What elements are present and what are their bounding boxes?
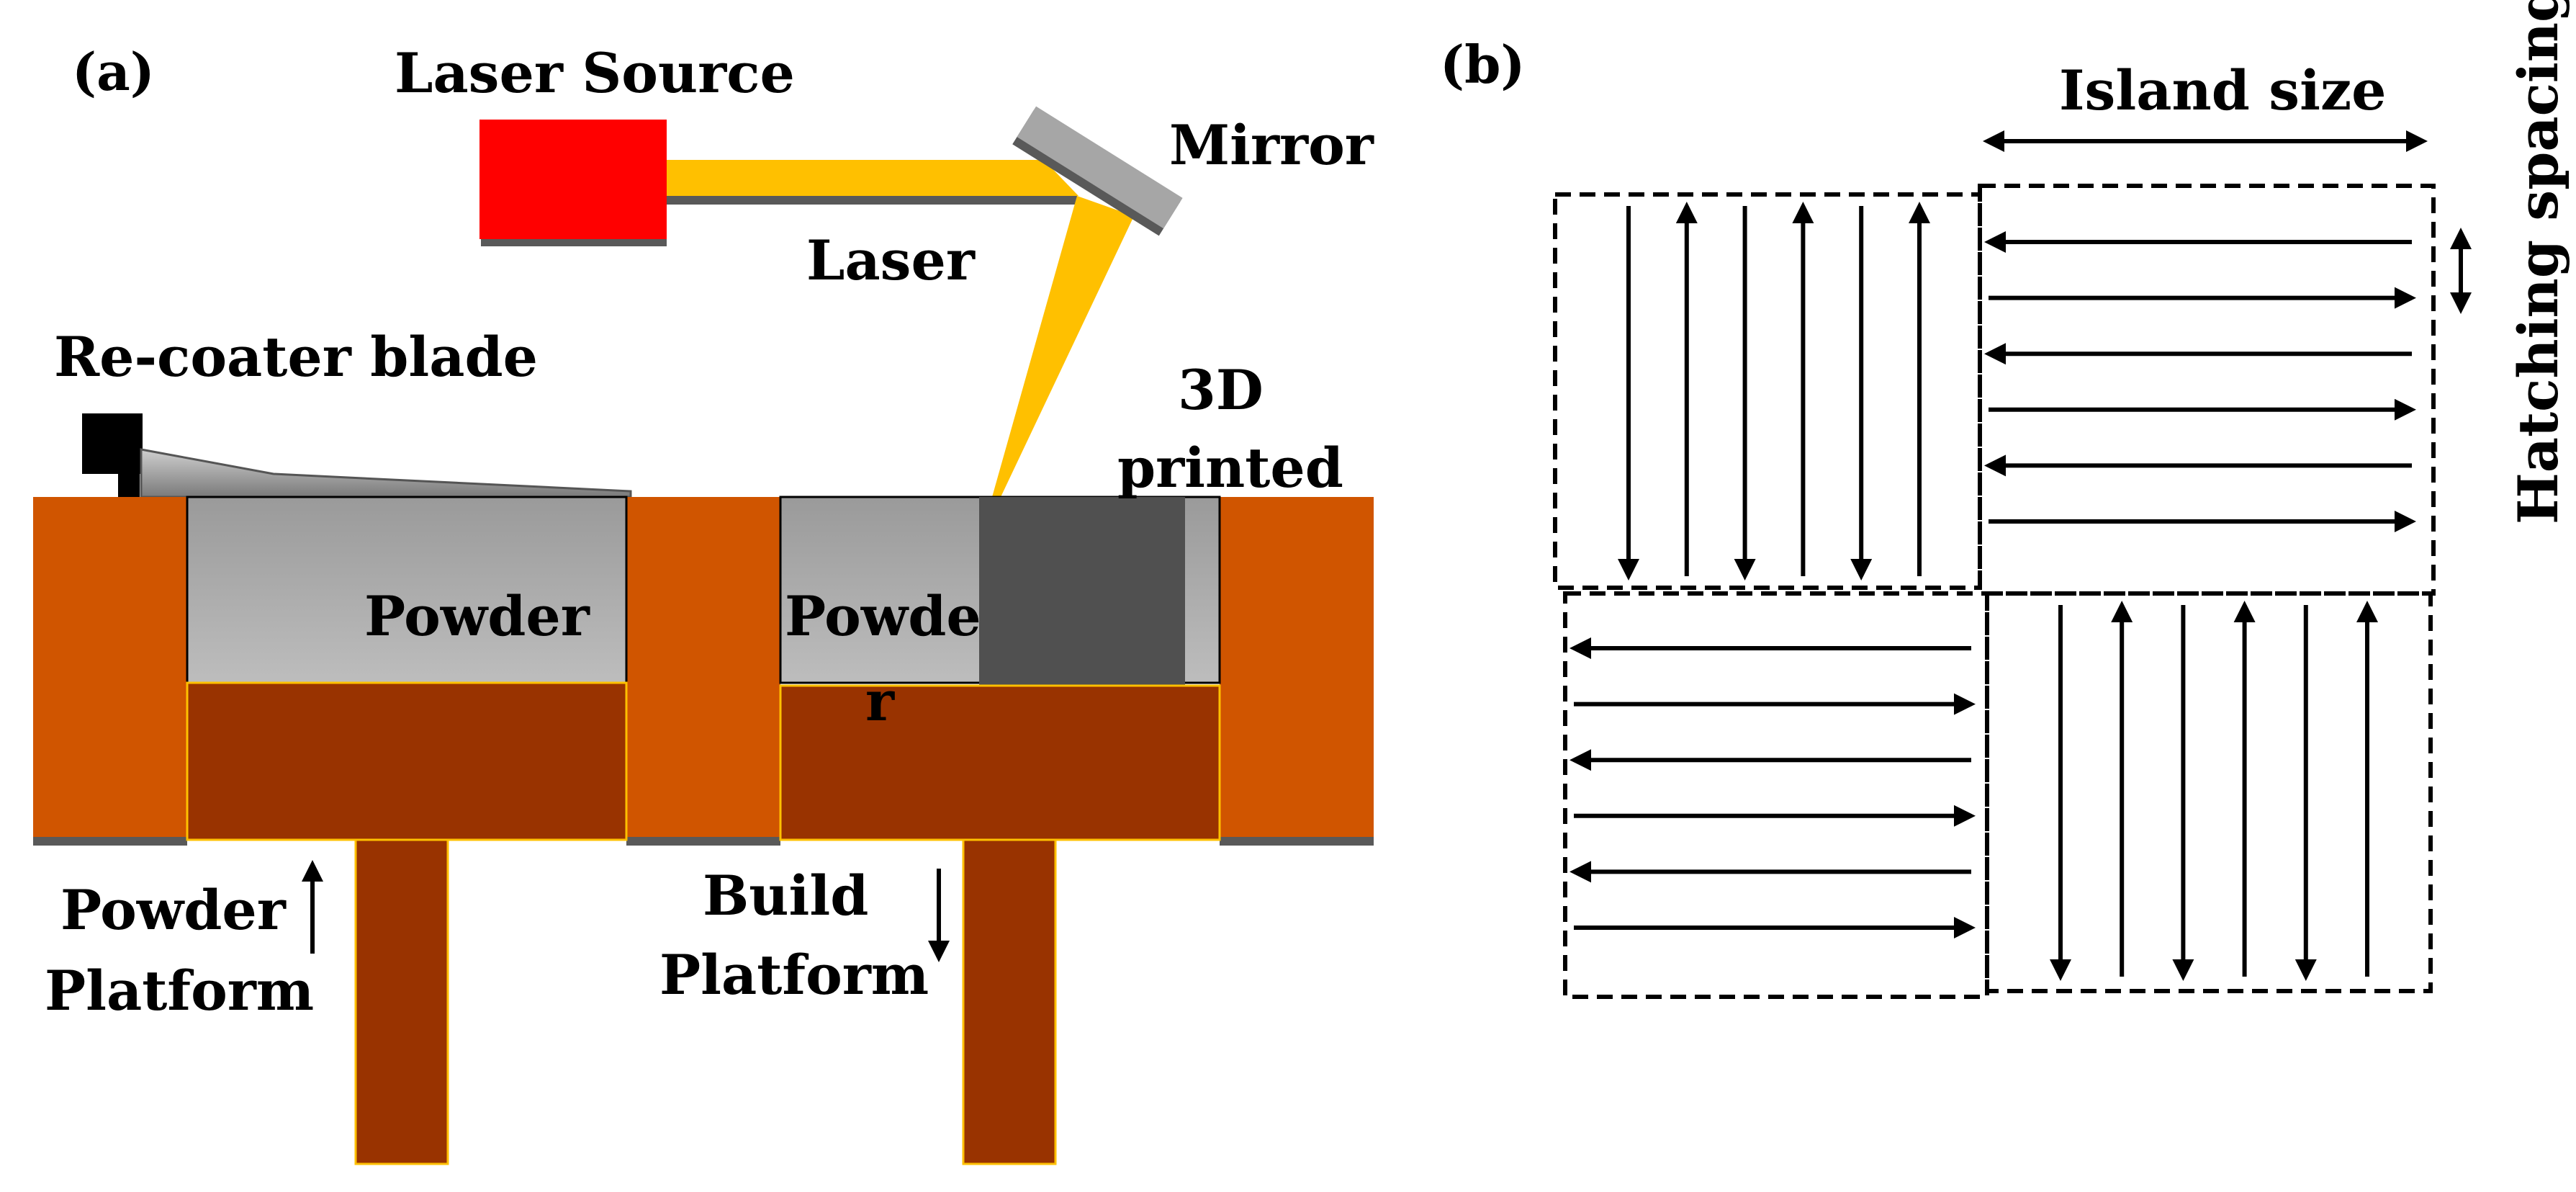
recoater-holder [82, 413, 143, 474]
laser-source [479, 120, 667, 239]
powder-left [186, 496, 628, 684]
frame-left [33, 497, 187, 841]
build-platform-label-1: Build [703, 864, 868, 928]
frame-right [1220, 497, 1374, 841]
frame-middle-shadow [626, 837, 780, 846]
powder-platform-label-2: Platform [45, 959, 314, 1023]
printed-label-2: printed [1117, 436, 1343, 500]
island-bottom-left [1563, 591, 1989, 999]
laser-beam-horizontal [667, 160, 1078, 196]
frame-right-shadow [1220, 837, 1374, 846]
powder-right-label-2: r [865, 669, 895, 733]
panel-b: (b) Island size Hatching spacing [1440, 0, 2570, 999]
printed-label-1: 3D [1178, 358, 1264, 422]
mirror [1012, 106, 1183, 236]
powder-right-label-1: Powde [785, 584, 981, 648]
laser-label: Laser [806, 228, 976, 292]
laser-beam-down [992, 196, 1134, 497]
recoater-label: Re-coater blade [54, 325, 538, 389]
laser-source-label: Laser Source [395, 41, 795, 105]
laser-beam-shadow [667, 194, 1077, 205]
build-platform-top [779, 684, 1221, 841]
powder-platform-label-1: Powder [60, 878, 287, 942]
frame-left-shadow [33, 837, 187, 846]
panel-a-tag: (a) [72, 41, 155, 102]
build-platform-label-2: Platform [659, 943, 929, 1007]
laser-source-shadow [481, 238, 667, 246]
printed-part [979, 497, 1185, 690]
island-size-label: Island size [2059, 58, 2386, 122]
island-bottom-right [1985, 591, 2433, 993]
hatch-vectors [1570, 202, 2416, 981]
mirror-label: Mirror [1169, 113, 1374, 177]
island-top-right [1978, 184, 2436, 596]
powder-platform-top [186, 681, 628, 841]
recoater-blade [140, 448, 632, 498]
recoater-holder-foot [118, 468, 140, 497]
hatching-spacing-label: Hatching spacing [2506, 0, 2570, 524]
island-top-left [1553, 192, 1982, 590]
powder-left-label: Powder [364, 584, 590, 648]
panel-a: (a) Laser Source Laser Mirror Re-coater … [33, 41, 1374, 1165]
powder-platform-stem [354, 838, 449, 1165]
build-platform-stem [962, 838, 1057, 1165]
frame-middle [626, 497, 780, 841]
panel-b-tag: (b) [1440, 34, 1525, 95]
